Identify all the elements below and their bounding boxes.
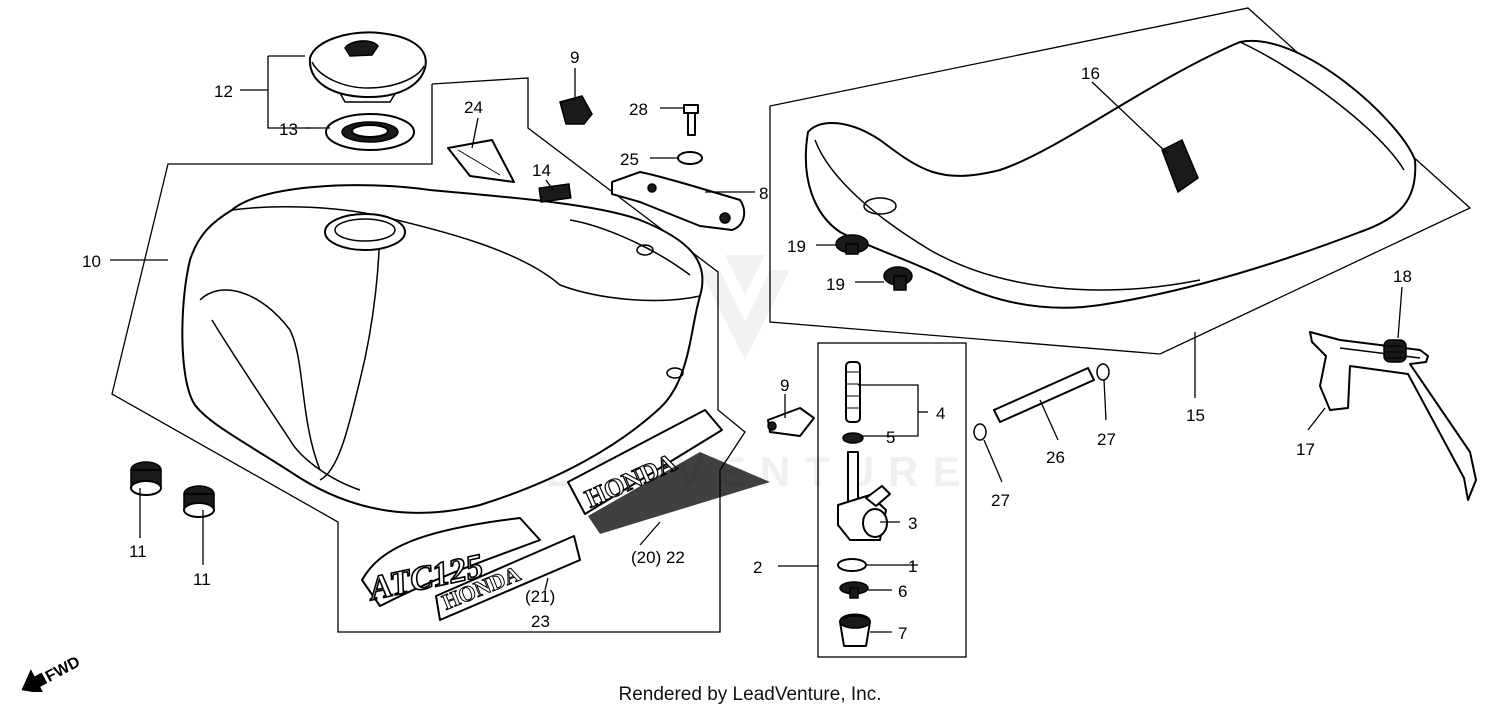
callout-6: 6 [898,582,907,601]
callout-19-lower: 19 [826,275,845,294]
callout-1: 1 [908,557,917,576]
bolt-28 [683,104,699,136]
rubber-mount-11-right [183,485,215,518]
callout-23: 23 [531,612,550,631]
callout-11-right: 11 [193,570,211,589]
tank-pad-24 [447,139,515,183]
washer-25 [677,151,703,165]
callout-14: 14 [532,161,551,180]
callout-28: 28 [629,100,648,119]
fuel-cap [308,31,427,103]
fuel-cap-gasket [325,113,415,151]
seat-grommet-19-lower [883,266,913,291]
callout-13: 13 [279,120,298,139]
cushion-14 [538,183,572,203]
callout-9-upper: 9 [570,48,579,67]
fuel-tube-26 [993,367,1095,423]
cap-group-bracket [267,56,310,129]
callout-5: 5 [886,428,895,447]
callout-3: 3 [908,514,917,533]
clip-9-upper [559,95,593,125]
render-credit-footer: Rendered by LeadVenture, Inc. [618,684,882,705]
callout-27-left: 27 [991,491,1010,510]
callout-19-upper: 19 [787,237,806,256]
callout-26: 26 [1046,448,1065,467]
callout-17: 17 [1296,440,1315,459]
forward-arrow-icon: FWD [21,654,83,692]
sediment-cup-7 [839,613,871,647]
tank-bracket-8 [611,171,746,231]
callout-16: 16 [1081,64,1100,83]
callout-8: 8 [759,184,768,203]
callout-10: 10 [82,252,101,271]
clip-9-lower [767,407,815,437]
callout-18: 18 [1393,267,1412,286]
callout-15: 15 [1186,406,1205,425]
fwd-label: FWD [43,654,83,686]
callout-4: 4 [936,404,945,423]
callout-9-lower: 9 [780,376,789,395]
fuel-strainer-pipe-4 [845,361,861,423]
callout-12: 12 [214,82,233,101]
callout-2: 2 [753,558,762,577]
o-ring-1 [837,558,867,572]
seat-emblem-16 [1161,138,1199,194]
fuel-valve-group-box [817,342,967,658]
callout-21: (21) [525,587,555,606]
tube-clip-27-right [1096,363,1110,381]
fuel-valve-3 [837,451,891,541]
seat-grommet-19-upper [835,234,869,255]
tank-group-outline [111,77,746,633]
exploded-view-drawing: HONDA ATC125 HONDA [82,7,1477,658]
leadventure-watermark-logo [700,255,790,360]
latch-spring-18 [1383,339,1407,363]
callout-20-22: (20) 22 [631,548,685,567]
seat-group-outline [769,7,1472,355]
tube-clip-27-left [973,423,987,441]
callout-24: 24 [464,98,483,117]
rubber-mount-11-left [130,461,162,496]
callout-7: 7 [898,624,907,643]
callout-27-right: 27 [1097,430,1116,449]
callout-25: 25 [620,150,639,169]
callout-11-left: 11 [129,542,147,561]
seat-15 [804,39,1417,309]
filter-screen-6 [839,581,869,599]
o-ring-5 [842,432,864,444]
fuel-tank [181,184,704,514]
